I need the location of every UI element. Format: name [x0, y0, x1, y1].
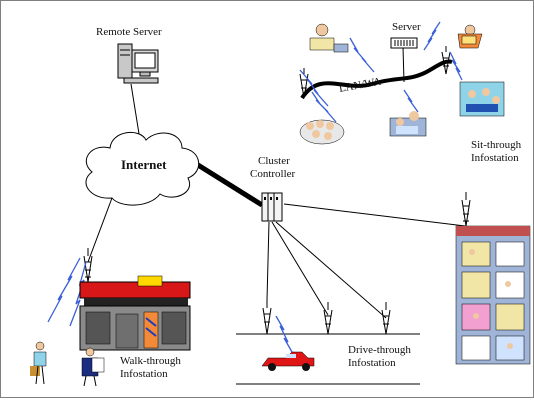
lan-wireless-links [299, 21, 463, 123]
cluster-controller-label-line1: Cluster [258, 155, 290, 167]
cluster-controller-box [261, 192, 283, 222]
server-internet-link [130, 83, 141, 141]
walk-through-tower [83, 248, 93, 283]
controller-tower2-link [271, 221, 329, 316]
red-car [261, 351, 315, 371]
controller-tower1-link [266, 221, 270, 301]
controller-tower3-link [275, 221, 387, 319]
drive-through-label-line1: Drive-through [348, 344, 411, 356]
drive-tower-3 [381, 302, 391, 335]
man-reading-clipart [81, 347, 105, 387]
shop-building [79, 275, 191, 351]
office-building [455, 225, 531, 365]
sit-through-label-line1: Sit-through [471, 139, 522, 151]
lan-server-box [390, 37, 418, 49]
group-meeting-clipart [459, 81, 505, 117]
remote-server-label: Remote Server [96, 26, 162, 38]
lan-tower-right [441, 46, 451, 75]
walking-woman-clipart [30, 341, 47, 385]
walk-through-label-line2: Infostation [120, 368, 168, 380]
internet-walkthrough-link [87, 197, 113, 263]
drive-wireless-link [275, 315, 293, 353]
crowd-clipart [299, 119, 345, 145]
person-laptop-clipart [309, 23, 349, 53]
walk-through-label-line1: Walk-through [120, 355, 181, 367]
server-label: Server [392, 21, 421, 33]
cluster-controller-label-line2: Controller [250, 168, 296, 180]
controller-sitthrough-link [283, 203, 466, 227]
office-workers-clipart [389, 111, 427, 137]
person-reading-clipart [457, 24, 483, 49]
drive-tower-2 [323, 302, 333, 335]
internet-controller-link [188, 157, 264, 208]
sit-through-label-line2: Infostation [471, 152, 519, 164]
server-cable-drop [402, 46, 405, 83]
remote-server-computer [117, 43, 159, 84]
drive-tower-1 [262, 300, 272, 335]
lan-wan-cable [300, 59, 453, 100]
drive-through-label-line2: Infostation [348, 357, 396, 369]
internet-label: Internet [121, 157, 167, 172]
sit-through-tower [461, 192, 471, 227]
internet-cloud [85, 132, 199, 206]
